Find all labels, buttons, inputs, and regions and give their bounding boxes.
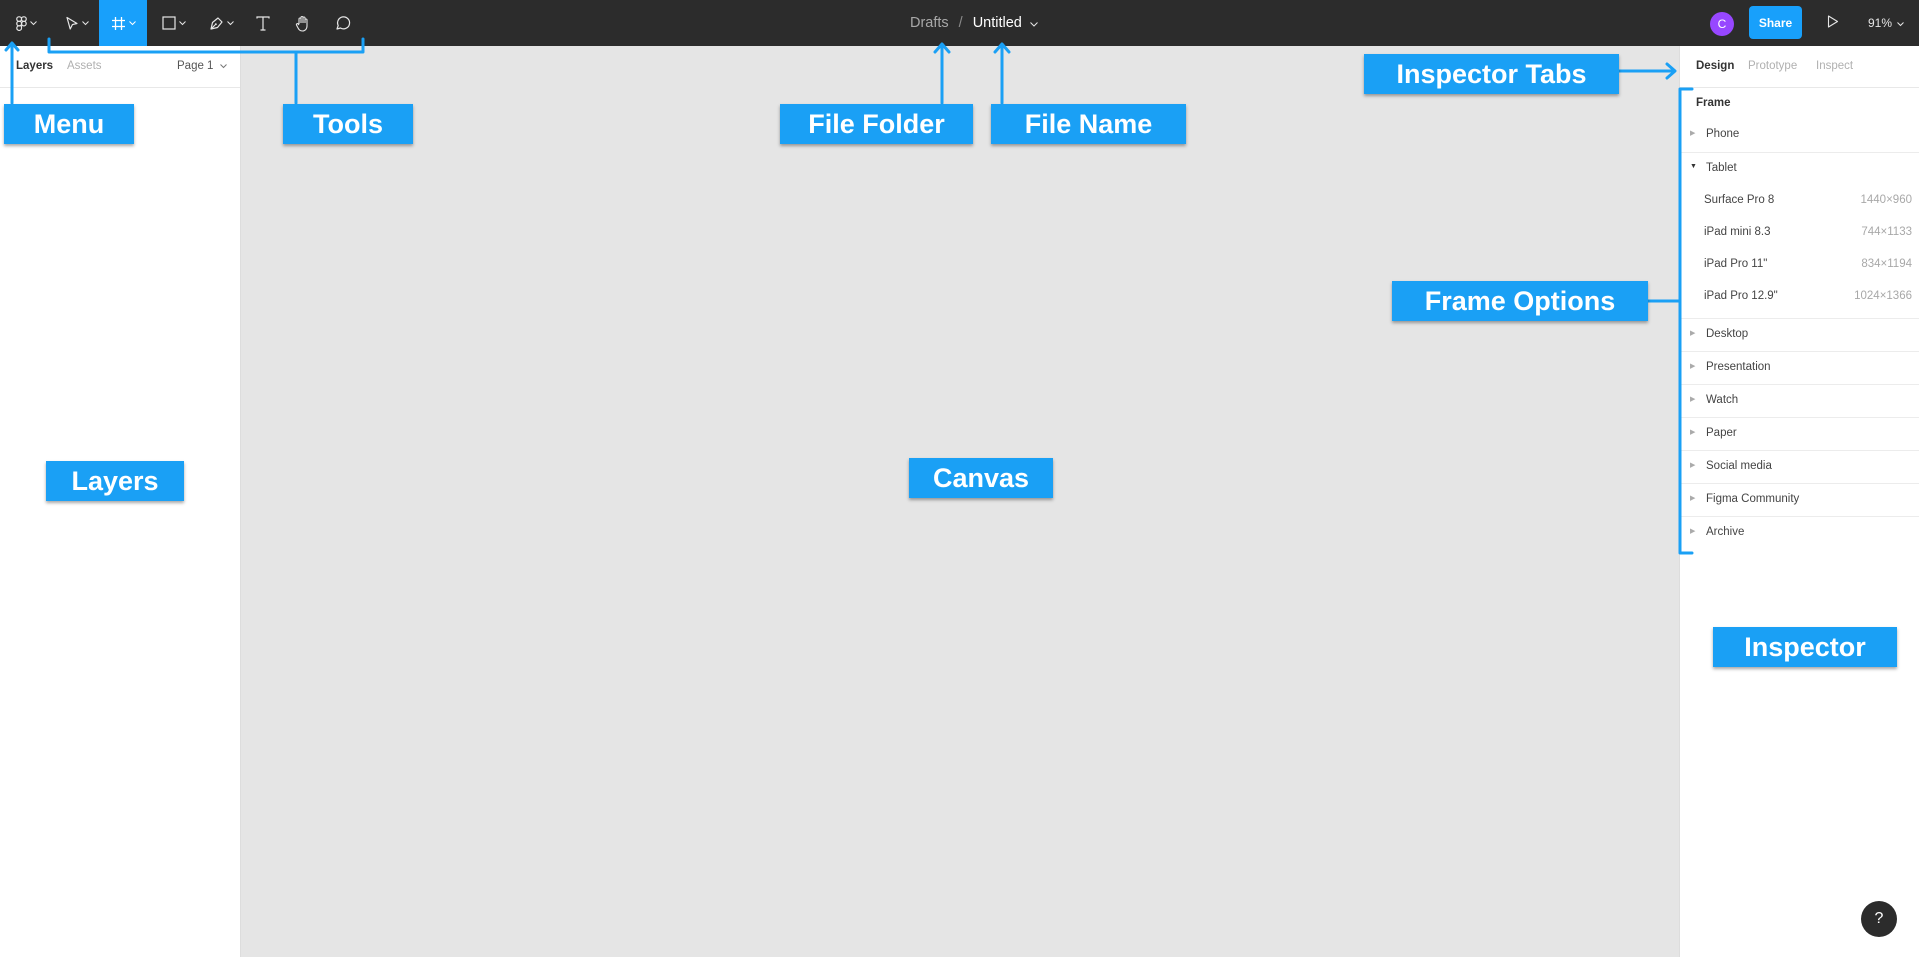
frame-category-phone[interactable]: ▶ Phone <box>1680 119 1919 152</box>
shape-tool-button[interactable] <box>156 0 192 46</box>
triangle-right-icon: ▶ <box>1690 495 1696 502</box>
frame-preset-ipad-pro-11[interactable]: iPad Pro 11" 834×1194 <box>1680 249 1919 281</box>
page-selector[interactable]: Page 1 <box>177 60 227 72</box>
annotation-inspector-tabs: Inspector Tabs <box>1364 54 1619 94</box>
annotation-frame-options: Frame Options <box>1392 281 1648 321</box>
hand-icon <box>295 15 311 32</box>
pen-tool-button[interactable] <box>203 0 239 46</box>
triangle-right-icon: ▶ <box>1690 462 1696 469</box>
category-label: Phone <box>1706 128 1740 140</box>
annotation-file-name: File Name <box>991 104 1186 144</box>
zoom-dropdown[interactable]: 91% <box>1868 0 1904 46</box>
preset-name: iPad mini 8.3 <box>1704 226 1771 238</box>
chevron-down-icon <box>29 20 37 26</box>
frame-category-presentation[interactable]: ▶ Presentation <box>1680 351 1919 385</box>
file-name-button[interactable]: Untitled <box>972 15 1022 31</box>
chevron-down-icon <box>219 60 227 72</box>
hand-tool-button[interactable] <box>287 0 319 46</box>
present-button[interactable] <box>1822 13 1844 35</box>
preset-size: 834×1194 <box>1861 258 1912 270</box>
triangle-right-icon: ▶ <box>1690 396 1696 403</box>
comment-icon <box>335 15 351 31</box>
inspector-panel: Design Prototype Inspect Frame ▶ Phone ▼… <box>1679 46 1919 957</box>
zoom-level: 91% <box>1868 16 1893 30</box>
file-title: Drafts / Untitled <box>910 0 1038 46</box>
frame-category-paper[interactable]: ▶ Paper <box>1680 417 1919 451</box>
preset-size: 1024×1366 <box>1854 290 1912 302</box>
main-menu-button[interactable] <box>6 0 46 46</box>
share-button[interactable]: Share <box>1749 6 1802 39</box>
help-button[interactable]: ? <box>1861 901 1897 937</box>
frame-section-title: Frame <box>1696 97 1731 109</box>
frame-category-desktop[interactable]: ▶ Desktop <box>1680 318 1919 352</box>
page-name: Page 1 <box>177 60 214 72</box>
text-tool-button[interactable] <box>248 0 278 46</box>
chevron-down-icon[interactable] <box>1030 15 1038 31</box>
frame-category-archive[interactable]: ▶ Archive <box>1680 516 1919 550</box>
figma-logo-icon <box>15 15 27 31</box>
title-separator: / <box>958 15 963 31</box>
pointer-icon <box>65 16 79 31</box>
canvas[interactable] <box>240 46 1679 957</box>
toolbar: Drafts / Untitled C Share 91% <box>0 0 1919 46</box>
preset-name: Surface Pro 8 <box>1704 194 1775 206</box>
annotation-file-folder: File Folder <box>780 104 973 144</box>
triangle-right-icon: ▶ <box>1690 363 1696 370</box>
inspector-tabs: Design Prototype Inspect <box>1680 46 1919 88</box>
preset-size: 744×1133 <box>1861 226 1912 238</box>
triangle-right-icon: ▶ <box>1690 429 1696 436</box>
category-label: Tablet <box>1706 162 1737 174</box>
frame-icon <box>111 16 126 31</box>
chevron-down-icon <box>82 20 89 26</box>
frame-preset-surface-pro-8[interactable]: Surface Pro 8 1440×960 <box>1680 185 1919 217</box>
category-label: Social media <box>1706 460 1772 472</box>
preset-name: iPad Pro 11" <box>1704 258 1768 270</box>
frame-preset-ipad-pro-12-9[interactable]: iPad Pro 12.9" 1024×1366 <box>1680 281 1919 313</box>
annotation-canvas: Canvas <box>909 458 1053 498</box>
annotation-menu: Menu <box>4 104 134 144</box>
preset-size: 1440×960 <box>1860 194 1913 206</box>
category-label: Paper <box>1706 427 1737 439</box>
triangle-right-icon: ▶ <box>1690 130 1696 137</box>
text-icon <box>256 15 270 31</box>
category-label: Desktop <box>1706 328 1749 340</box>
frame-preset-ipad-mini[interactable]: iPad mini 8.3 744×1133 <box>1680 217 1919 249</box>
frame-category-figma-community[interactable]: ▶ Figma Community <box>1680 483 1919 517</box>
preset-name: iPad Pro 12.9" <box>1704 290 1778 302</box>
triangle-right-icon: ▶ <box>1690 330 1696 337</box>
play-icon <box>1827 15 1839 33</box>
chevron-down-icon <box>128 20 136 26</box>
triangle-right-icon: ▶ <box>1690 528 1696 535</box>
category-label: Archive <box>1706 526 1745 538</box>
layers-panel-header: Layers Assets Page 1 <box>0 46 240 88</box>
tab-layers[interactable]: Layers <box>16 60 54 72</box>
chevron-down-icon <box>226 20 234 26</box>
annotation-tools: Tools <box>283 104 413 144</box>
annotation-inspector: Inspector <box>1713 627 1897 667</box>
frame-category-watch[interactable]: ▶ Watch <box>1680 384 1919 418</box>
category-label: Watch <box>1706 394 1739 406</box>
triangle-down-icon: ▼ <box>1690 163 1697 170</box>
category-label: Figma Community <box>1706 493 1800 505</box>
annotation-layers: Layers <box>46 461 184 501</box>
file-folder-link[interactable]: Drafts <box>910 15 949 31</box>
chevron-down-icon <box>179 20 186 26</box>
layers-panel: Layers Assets Page 1 <box>0 46 241 957</box>
frame-tool-button[interactable] <box>99 0 147 46</box>
move-tool-button[interactable] <box>56 0 98 46</box>
tab-inspect[interactable]: Inspect <box>1816 60 1854 72</box>
tab-assets[interactable]: Assets <box>67 60 102 72</box>
category-label: Presentation <box>1706 361 1771 373</box>
frame-category-tablet[interactable]: ▼ Tablet <box>1680 152 1919 186</box>
pen-icon <box>209 16 224 31</box>
avatar[interactable]: C <box>1710 12 1734 36</box>
frame-category-social-media[interactable]: ▶ Social media <box>1680 450 1919 484</box>
rectangle-icon <box>162 16 176 30</box>
tab-design[interactable]: Design <box>1696 60 1735 72</box>
tab-prototype[interactable]: Prototype <box>1748 60 1798 72</box>
comment-tool-button[interactable] <box>328 0 358 46</box>
chevron-down-icon <box>1897 16 1904 30</box>
